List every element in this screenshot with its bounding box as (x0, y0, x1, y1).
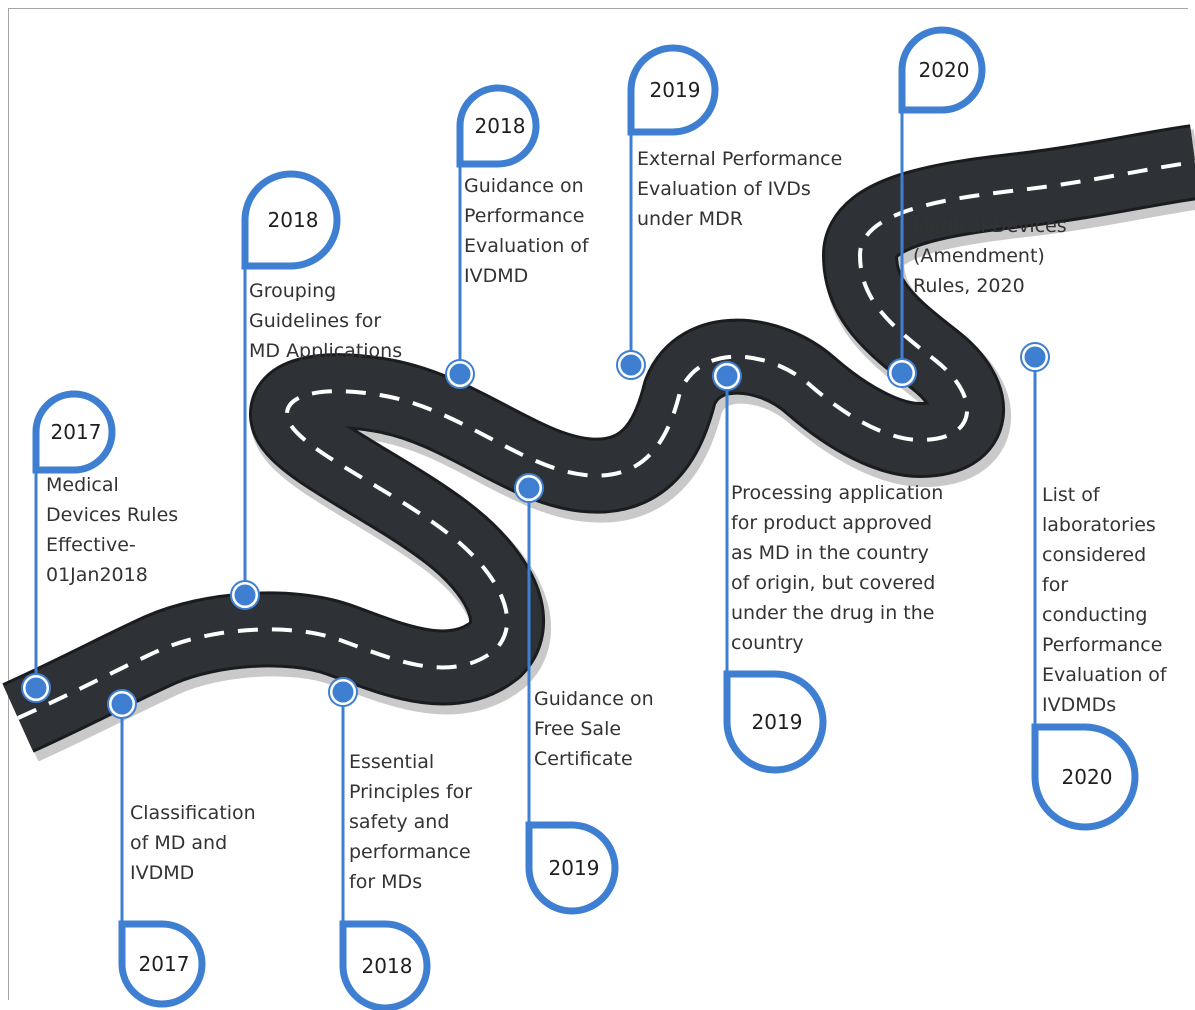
milestone-dot (332, 681, 354, 703)
milestone-dot (1024, 346, 1046, 368)
milestone-year: 2017 (51, 420, 102, 444)
milestone-dot (25, 677, 47, 699)
frame-top-border (8, 8, 1188, 9)
milestone-text-line: MD Applications (249, 340, 403, 362)
milestone-dot (518, 477, 540, 499)
milestone-text-line: List of (1042, 484, 1100, 506)
milestone-marker-7: 2019 (616, 44, 719, 380)
milestone-text-line: Evaluation of (464, 235, 589, 257)
milestone-text-line: Grouping (249, 280, 337, 302)
milestone-text-line: Processing application (731, 482, 944, 504)
milestone-bubble (627, 44, 719, 136)
milestone-marker-9: 2020 (887, 26, 986, 388)
milestone-bubble (118, 920, 206, 1008)
milestone-text-line: for product approved (731, 512, 933, 534)
milestone-text-line: as MD in the country (731, 542, 929, 564)
milestone-text-line: country (731, 632, 804, 654)
milestone-text-line: Principles for (349, 781, 473, 803)
milestone-dot (716, 365, 738, 387)
milestone-text-line: under MDR (637, 208, 743, 230)
milestone-text-line: Classification (130, 802, 256, 824)
milestone-bubble (723, 670, 827, 774)
milestone-text-line: Effective- (46, 534, 136, 556)
milestone-year: 2019 (752, 710, 803, 734)
milestone-dot (449, 363, 471, 385)
milestone-text-line: (Amendment) (913, 245, 1045, 267)
milestone-text-line: conducting (1042, 604, 1148, 626)
milestone-year: 2018 (475, 114, 526, 138)
milestone-text-laboratories-list: List of laboratories considered for conducti… (1042, 480, 1167, 720)
milestone-bubble (32, 390, 116, 474)
milestone-text-line: safety and (349, 811, 450, 833)
milestone-year: 2019 (650, 78, 701, 102)
milestone-marker-2: 2017 (107, 689, 206, 1008)
milestone-year: 2019 (549, 856, 600, 880)
milestone-text-line: under the drug in the (731, 602, 935, 624)
milestone-dot (620, 354, 642, 376)
milestone-bubble (241, 170, 341, 270)
milestone-year: 2017 (139, 952, 190, 976)
milestone-marker-3: 2018 (230, 170, 341, 610)
milestone-marker-4: 2018 (328, 677, 431, 1010)
milestone-text-line: Guidance on (464, 175, 584, 197)
milestone-year: 2020 (919, 58, 970, 82)
milestone-year: 2020 (1062, 765, 1113, 789)
milestone-text-line: IVDMDs (1042, 694, 1117, 716)
milestone-bubble (898, 26, 986, 114)
milestone-text-line: Performance (464, 205, 585, 227)
milestone-marker-1: 2017 (21, 390, 116, 703)
milestone-text-line: Performance (1042, 634, 1163, 656)
milestone-dot (891, 362, 913, 384)
milestone-text-line: Essential (349, 751, 435, 773)
milestone-text-line: IVDMD (464, 265, 529, 287)
milestone-text-line: External Performance (637, 148, 843, 170)
milestone-text-line: of MD and (130, 832, 228, 854)
milestone-text-line: Certificate (534, 748, 633, 770)
milestone-bubble (525, 821, 619, 915)
road-lane-markings (17, 160, 1195, 720)
milestone-text-line: Rules, 2020 (913, 275, 1025, 297)
milestone-text-line: 01Jan2018 (46, 564, 148, 586)
milestone-text-amendment-rules: Medical Devices (Amendment) Rules, 2020 (913, 211, 1067, 301)
milestone-bubble (339, 920, 431, 1010)
milestone-year: 2018 (362, 954, 413, 978)
milestone-text-line: Evaluation of IVDs (637, 178, 811, 200)
milestone-text-line: of origin, but covered (731, 572, 936, 594)
milestone-dot (234, 584, 256, 606)
milestone-text-line: Devices Rules (46, 504, 179, 526)
milestone-marker-5: 2018 (445, 84, 540, 389)
milestone-year: 2018 (268, 208, 319, 232)
milestone-text-line: performance (349, 841, 471, 863)
milestone-text-processing-application: Processing application for product approv… (731, 478, 943, 658)
milestone-text-line: considered (1042, 544, 1147, 566)
milestone-marker-10: 2020 (1020, 342, 1139, 831)
milestone-text-line: Medical (46, 474, 119, 496)
milestone-bubble (456, 84, 540, 168)
milestone-text-line: Guidelines for (249, 310, 382, 332)
frame-left-border (8, 8, 9, 1000)
milestone-bubble (1031, 723, 1139, 831)
milestone-text-line: for MDs (349, 871, 423, 893)
milestone-marker-6: 2019 (514, 473, 619, 915)
milestone-marker-8: 2019 (712, 361, 827, 774)
milestone-text-line: Guidance on (534, 688, 654, 710)
milestone-text-line: Free Sale (534, 718, 622, 740)
milestone-text-line: for (1042, 574, 1069, 596)
milestone-dot (111, 693, 133, 715)
milestone-text-line: Medical Devices (913, 215, 1067, 237)
milestone-text-line: Evaluation of (1042, 664, 1167, 686)
milestone-text-line: IVDMD (130, 862, 195, 884)
milestone-text-line: laboratories (1042, 514, 1156, 536)
